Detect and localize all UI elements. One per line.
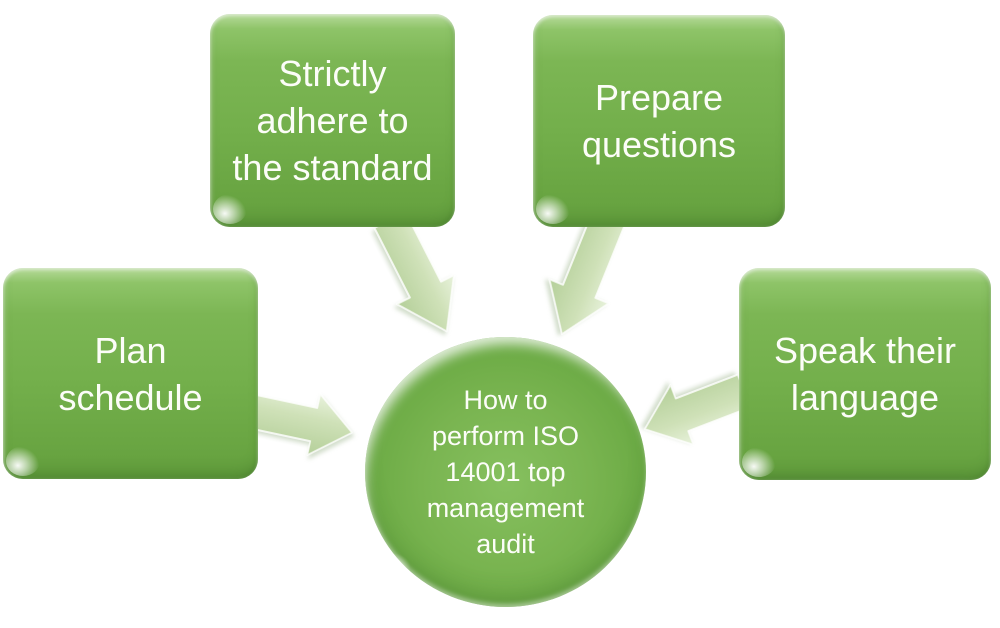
arrow-speak-to-center [631,358,757,462]
node-speak-language-label: Speak their language [773,330,957,418]
node-strictly-adhere-label: Strictly adhere to the standard [232,53,433,188]
arrow-plan-to-center [243,378,361,467]
node-speak-language: Speak their language [739,268,991,480]
node-plan-schedule-label: Plan schedule [58,329,203,418]
arrow-prepare-to-center [529,207,641,349]
arrow-strictly-to-center [359,204,479,349]
center-node-audit: How to perform ISO 14001 top management … [365,337,646,607]
node-prepare-questions: Prepare questions [533,15,785,227]
node-prepare-questions-label: Prepare questions [581,77,737,165]
node-plan-schedule: Plan schedule [3,268,258,479]
node-strictly-adhere: Strictly adhere to the standard [210,14,455,227]
center-node-audit-label: How to perform ISO 14001 top management … [426,385,585,559]
